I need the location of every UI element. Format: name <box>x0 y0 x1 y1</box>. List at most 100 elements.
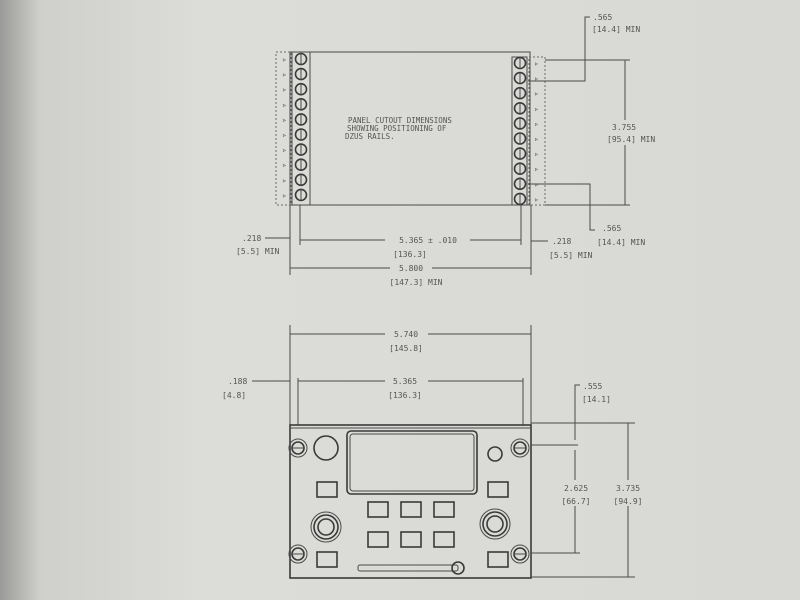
panel-button <box>316 551 338 568</box>
note-line-2: SHOWING POSITIONING OF <box>347 124 447 133</box>
dzus-screw: ▹ <box>282 98 308 111</box>
dzus-screw: ▹ <box>513 102 539 115</box>
panel-button <box>400 531 422 548</box>
dzus-screw: ▹ <box>513 162 539 175</box>
dzus-clip-mark: ▹ <box>282 146 287 155</box>
panel-cutout-view: ▹ ▹ ▹ ▹ ▹ ▹ ▹ ▹ ▹ ▹ ▹ ▹ ▹ ▹ ▹ ▹ ▹ ▹ ▹ ▹ PANEL CUTOUT DIMEN… <box>236 13 655 287</box>
right-rail-dashed <box>528 56 546 206</box>
left-offset-mm-label: [4.8] <box>222 391 246 400</box>
panel-button <box>433 531 455 548</box>
dzus-clip-mark: ▹ <box>282 85 287 94</box>
bottom-offset-mm-label: [14.4] MIN <box>597 238 645 247</box>
dzus-clip-mark: ▹ <box>534 104 539 113</box>
dzus-clip-mark: ▹ <box>534 195 539 204</box>
dzus-clip-mark: ▹ <box>282 161 287 170</box>
hole-spacing-mm-label: [136.3] <box>388 391 422 400</box>
dzus-screw: ▹ <box>513 117 539 130</box>
card-slot <box>357 561 465 575</box>
hole-vertical-mm-label: [66.7] <box>562 497 591 506</box>
dzus-screw: ▹ <box>282 82 308 96</box>
hole-spacing-label: 5.365 <box>393 377 417 386</box>
dzus-clip-mark: ▹ <box>282 131 287 140</box>
overall-width-mm-label: [147.3] MIN <box>390 278 443 287</box>
dzus-screw: ▹ <box>513 132 539 145</box>
right-margin-label: .218 <box>552 237 571 246</box>
dzus-clip-mark: ▹ <box>282 115 287 124</box>
panel-button <box>367 531 389 548</box>
left-knob <box>310 511 342 543</box>
dzus-clip-mark: ▹ <box>282 55 287 64</box>
dzus-clip-mark: ▹ <box>534 59 539 68</box>
panel-button <box>487 481 509 498</box>
height-label: 3.755 <box>612 123 636 132</box>
top-offset-leader <box>528 16 590 82</box>
height-mm-label: [95.4] MIN <box>607 135 655 144</box>
dzus-clip-mark: ▹ <box>534 135 539 144</box>
dzus-fasteners <box>288 438 530 564</box>
left-margin-mm-label: [5.5] MIN <box>236 247 280 256</box>
dzus-clip-mark: ▹ <box>282 176 287 185</box>
panel-width-label: 5.740 <box>394 330 418 339</box>
panel-button <box>367 501 389 518</box>
dzus-screw: ▹ <box>282 158 308 171</box>
panel-height-mm-label: [94.9] <box>614 497 643 506</box>
overall-width-label: 5.800 <box>399 264 423 273</box>
panel-button <box>487 551 509 568</box>
dzus-fastener <box>288 438 308 458</box>
dzus-fastener <box>510 544 530 564</box>
panel-button <box>400 501 422 518</box>
dzus-screw: ▹ <box>513 56 539 70</box>
top-offset-mm-label: [14.4] MIN <box>592 25 640 34</box>
dzus-clip-mark: ▹ <box>534 74 539 83</box>
dzus-screw: ▹ <box>513 192 539 206</box>
note-line-3: DZUS RAILS. <box>345 132 395 141</box>
left-dzus-rail <box>291 51 311 206</box>
light-sensor <box>313 435 339 461</box>
bottom-offset-label: .565 <box>602 224 621 233</box>
dzus-screw: ▹ <box>513 71 539 85</box>
panel-button <box>433 501 455 518</box>
dzus-clip-mark: ▹ <box>534 89 539 98</box>
panel-width-mm-label: [145.8] <box>389 344 423 353</box>
dzus-screw: ▹ <box>282 143 308 156</box>
dzus-clip-mark: ▹ <box>534 150 539 159</box>
dzus-screw: ▹ <box>282 113 308 126</box>
inner-width-mm-label: [136.3] <box>393 250 427 259</box>
top-offset-mm-label-2: [14.1] <box>582 395 611 404</box>
dzus-screw: ▹ <box>513 147 539 160</box>
note-line-1: PANEL CUTOUT DIMENSIONS <box>348 116 452 125</box>
dzus-screw: ▹ <box>513 86 539 100</box>
left-rail-fasteners: ▹ ▹ ▹ ▹ ▹ ▹ ▹ ▹ ▹ ▹ <box>282 52 308 202</box>
inner-width-label: 5.365 ± .010 <box>399 236 457 245</box>
dzus-clip-mark: ▹ <box>282 191 287 200</box>
dzus-fastener <box>288 544 308 564</box>
top-offset-leader-2 <box>574 384 580 440</box>
hole-vertical-label: 2.625 <box>564 484 588 493</box>
right-knob <box>479 508 511 540</box>
top-offset-label: .565 <box>593 13 612 22</box>
dzus-screw: ▹ <box>282 188 308 202</box>
dzus-clip-mark: ▹ <box>282 70 287 79</box>
right-margin-mm-label: [5.5] MIN <box>549 251 593 260</box>
panel-outline <box>289 424 532 579</box>
panel-height-label: 3.735 <box>616 484 640 493</box>
display-window <box>346 430 478 495</box>
panel-button <box>316 481 338 498</box>
dzus-clip-mark: ▹ <box>534 165 539 174</box>
dzus-screw: ▹ <box>282 173 308 187</box>
cutout-outline <box>289 51 531 206</box>
dzus-clip-mark: ▹ <box>534 119 539 128</box>
dzus-screw: ▹ <box>282 67 308 81</box>
front-panel-view: 5.740 [145.8] .188 [4.8] 5.365 [136.3] <box>222 325 643 579</box>
bottom-offset-leader <box>528 183 595 231</box>
top-offset-label-2: .555 <box>583 382 602 391</box>
dzus-clip-mark: ▹ <box>282 100 287 109</box>
dzus-fastener <box>510 438 530 458</box>
indicator-lamp <box>487 446 503 462</box>
panel-buttons <box>316 481 509 568</box>
dzus-screw: ▹ <box>282 52 308 66</box>
dzus-screw: ▹ <box>282 128 308 141</box>
right-rail-fasteners: ▹▹▹▹▹▹▹▹▹▹ <box>513 56 539 206</box>
